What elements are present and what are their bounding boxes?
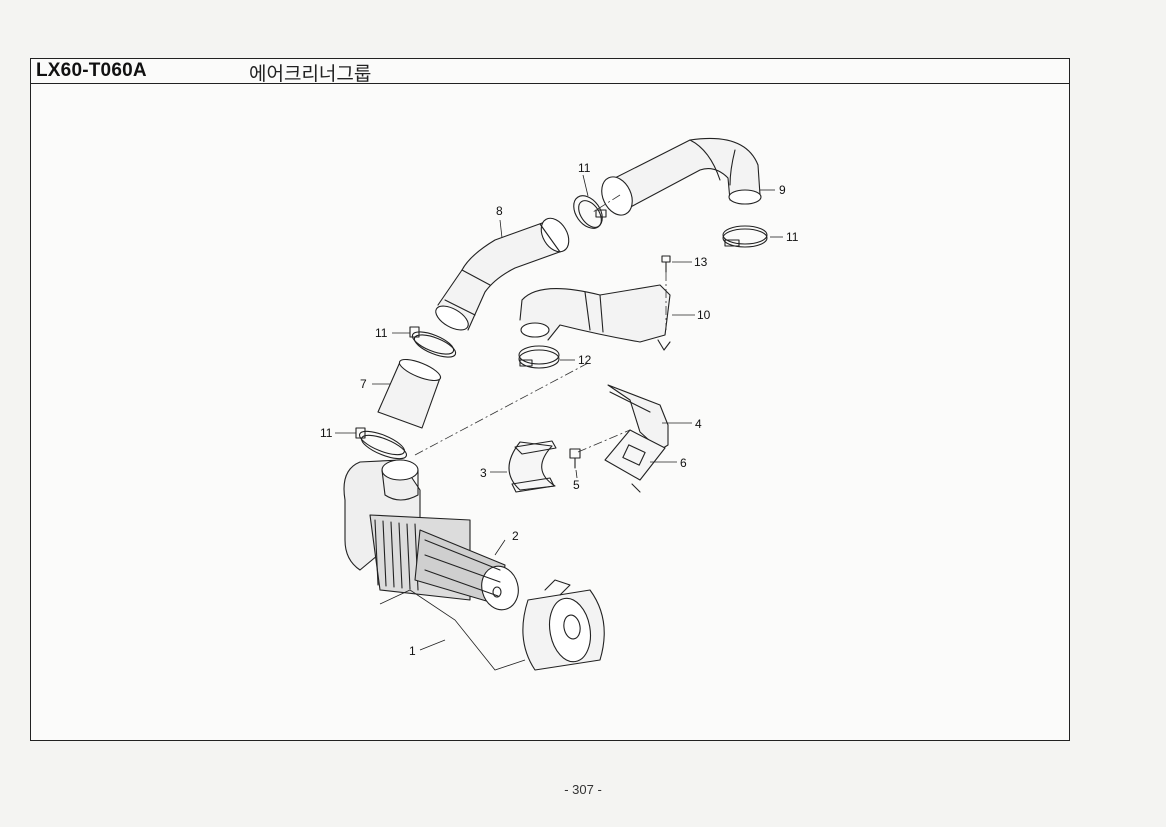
bolt-part-5 (569, 448, 581, 469)
callout-3: 3 (480, 466, 487, 480)
mounting-band-part-3 (508, 440, 557, 493)
callout-labels: 1 2 3 4 5 6 7 8 9 10 11 11 11 11 12 13 (320, 161, 799, 658)
bolt-part-13 (661, 255, 671, 273)
callout-9: 9 (779, 183, 786, 197)
callout-1: 1 (409, 644, 416, 658)
elbow-hose-part-8 (435, 217, 570, 331)
callout-11-left-lower: 11 (320, 426, 333, 440)
callout-11-right: 11 (786, 230, 799, 244)
upper-hose-part-9 (601, 137, 762, 216)
leader-lines (335, 174, 783, 671)
lower-duct-part-10 (519, 284, 671, 351)
part-group-name: 에어크리너그룹 (249, 63, 372, 85)
end-cap (522, 579, 605, 671)
callout-13: 13 (694, 255, 708, 269)
hose-clamp-11-right (722, 225, 768, 248)
callout-11-left-upper: 11 (375, 326, 388, 340)
straight-hose-part-7 (377, 358, 442, 429)
filter-element-part-2 (414, 529, 519, 611)
hose-clamp-11-left-upper (409, 326, 457, 358)
hose-clamp-11-top (573, 195, 607, 229)
alignment-lines (414, 194, 667, 456)
callout-5: 5 (573, 478, 580, 492)
callout-4: 4 (695, 417, 702, 431)
callout-6: 6 (680, 456, 687, 470)
title-bar: LX60-T060A 에어크리너그룹 (31, 59, 1069, 85)
callout-11-top: 11 (578, 161, 591, 175)
page-number: - 307 - (564, 782, 602, 797)
callout-2: 2 (512, 529, 519, 543)
callout-8: 8 (496, 204, 503, 218)
hose-clamp-part-12 (518, 345, 560, 369)
callout-7: 7 (360, 377, 367, 391)
callout-12: 12 (578, 353, 592, 367)
hose-clamp-11-left-lower (355, 427, 408, 460)
bracket-plate-part-6 (604, 429, 666, 493)
callout-10: 10 (697, 308, 711, 322)
part-group-code: LX60-T060A (36, 60, 147, 81)
